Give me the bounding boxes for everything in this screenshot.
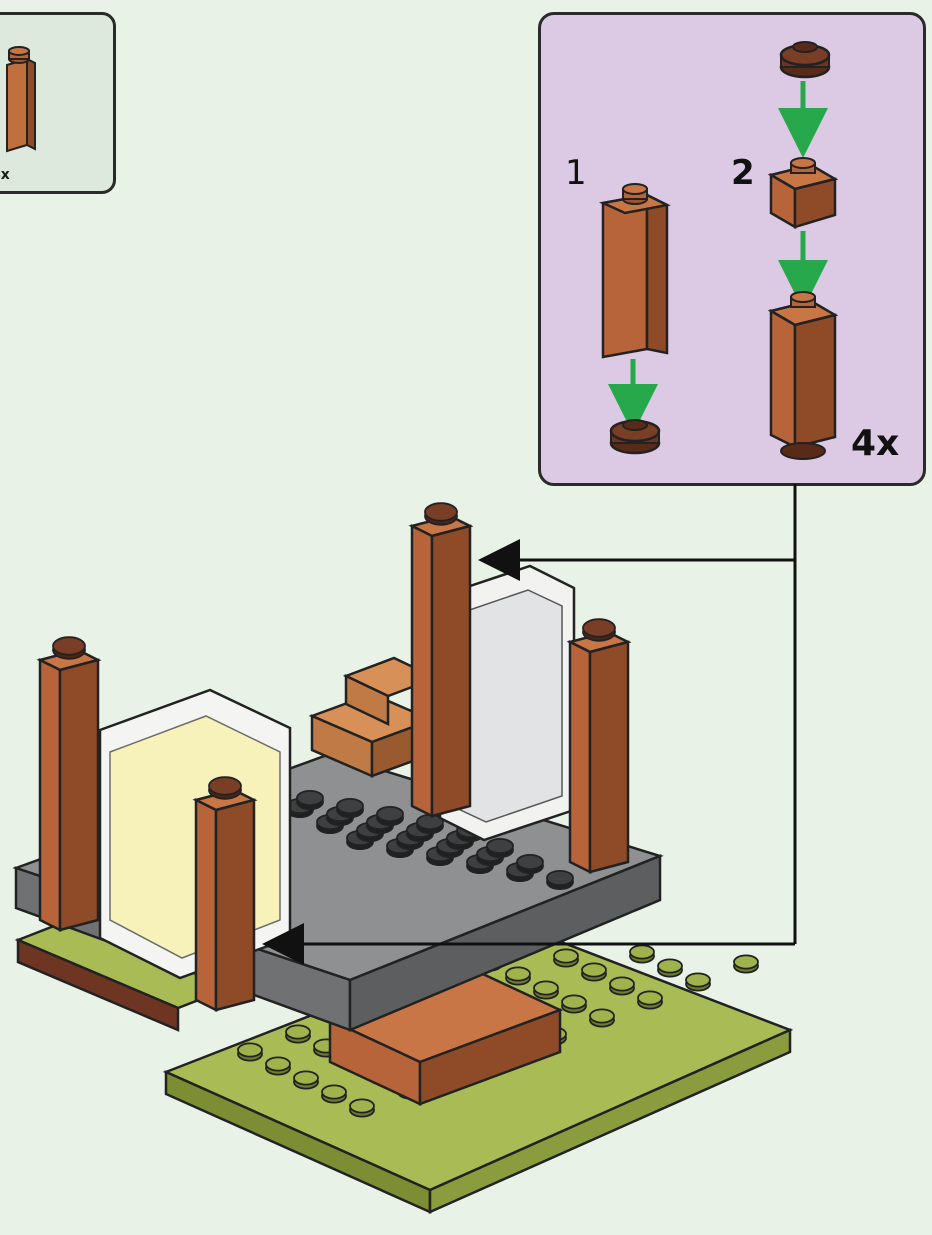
sub-assembly-quantity-label: 4x — [851, 423, 900, 464]
sub-step-1-tall-brick — [598, 183, 671, 359]
sub-assembly-panel: 1 2 4x — [538, 12, 926, 486]
gray-platform — [12, 752, 664, 1032]
stair-bricks — [308, 656, 440, 778]
sub-step-2-round-plate — [779, 41, 831, 79]
right-window — [438, 564, 576, 842]
sub-step-1-number: 1 — [565, 153, 587, 193]
left-brown-plate — [14, 910, 254, 1032]
center-brown-bricks — [326, 966, 564, 1106]
sub-step-2-small-brick — [767, 157, 839, 230]
sub-step-1-round-plate — [609, 419, 661, 455]
parts-quantity-label: 4x — [0, 167, 10, 183]
brown-pillars — [36, 502, 632, 1013]
callout-connector — [262, 484, 797, 965]
sub-assembly-diagram — [598, 41, 839, 460]
sub-step-2-number: 2 — [731, 153, 755, 193]
brick-1x1x3-icon — [6, 46, 36, 153]
sub-step-2-tall-brick — [767, 291, 839, 460]
green-baseplate — [162, 928, 794, 1214]
parts-callout-panel: 4x — [0, 12, 116, 194]
baseplate-studs — [237, 944, 759, 1118]
left-window — [98, 688, 292, 980]
platform-studs — [256, 781, 574, 891]
